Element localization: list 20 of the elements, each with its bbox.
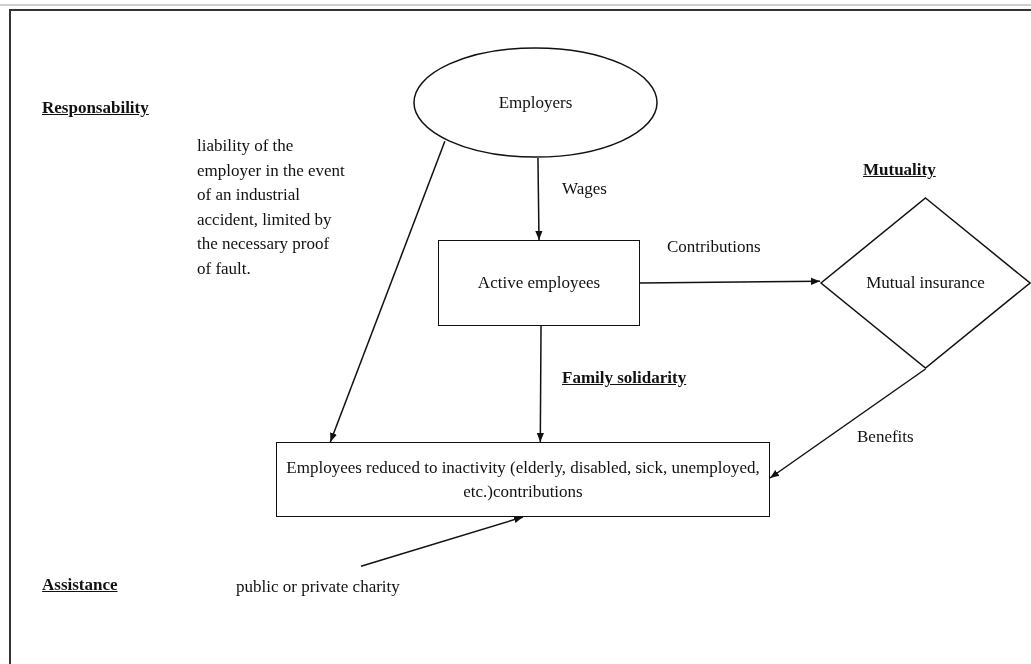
process-box: [276, 442, 770, 517]
node-text: public or private charity: [236, 576, 400, 598]
oval-node: [413, 47, 658, 158]
arrow: [535, 157, 543, 241]
arrow: [360, 516, 524, 567]
section-heading: Assistance: [42, 575, 118, 595]
node-text: Mutual insurance: [865, 272, 986, 294]
arrow: [769, 368, 927, 479]
arrow: [536, 325, 544, 443]
arrow: [639, 277, 821, 285]
section-heading: Family solidarity: [562, 368, 687, 388]
arrow: [329, 140, 446, 443]
decision-diamond: [820, 197, 1031, 369]
section-heading: Mutuality: [863, 160, 936, 180]
node-text: Employees reduced to inactivity (elderly, disabled, sick, unemployed, etc.)contributions: [285, 456, 761, 503]
node-text: Employers: [497, 91, 574, 114]
note-text: liability of the employer in the event of an industrial accident, limited by the necessary proof of fault.: [197, 135, 346, 280]
process-box: [438, 240, 640, 326]
node-text: Active employees: [476, 272, 602, 294]
section-heading: Responsability: [42, 98, 149, 118]
